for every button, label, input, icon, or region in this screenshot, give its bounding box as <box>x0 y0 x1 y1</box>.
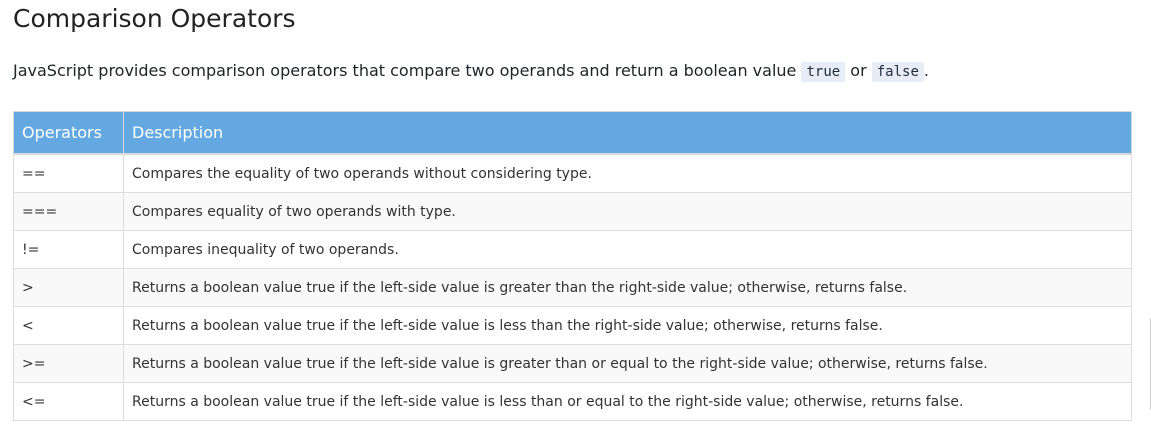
intro-end: . <box>923 61 929 80</box>
operator-cell: < <box>13 306 124 345</box>
header-operators: Operators <box>13 111 124 155</box>
operator-cell: != <box>13 230 124 269</box>
operators-table: Operators Description == Compares the eq… <box>13 111 1132 421</box>
table-row: <= Returns a boolean value true if the l… <box>13 382 1132 421</box>
description-cell: Compares the equality of two operands wi… <box>123 153 1132 193</box>
description-cell: Compares inequality of two operands. <box>123 230 1132 269</box>
table-row: < Returns a boolean value true if the le… <box>13 306 1132 345</box>
description-cell: Returns a boolean value true if the left… <box>123 268 1132 307</box>
page-title: Comparison Operators <box>13 4 296 33</box>
intro-text: JavaScript provides comparison operators… <box>13 61 802 80</box>
operator-cell: === <box>13 192 124 231</box>
table-row: != Compares inequality of two operands. <box>13 230 1132 269</box>
description-cell: Returns a boolean value true if the left… <box>123 382 1132 421</box>
intro-paragraph: JavaScript provides comparison operators… <box>13 58 929 85</box>
table-row: >= Returns a boolean value true if the l… <box>13 344 1132 383</box>
code-true: true <box>801 62 846 82</box>
code-false: false <box>871 62 924 82</box>
description-cell: Returns a boolean value true if the left… <box>123 344 1132 383</box>
operator-cell: == <box>13 153 124 193</box>
description-cell: Returns a boolean value true if the left… <box>123 306 1132 345</box>
intro-connector: or <box>845 61 872 80</box>
operator-cell: >= <box>13 344 124 383</box>
table-row: === Compares equality of two operands wi… <box>13 192 1132 231</box>
table-header-row: Operators Description <box>13 111 1132 155</box>
operator-cell: > <box>13 268 124 307</box>
description-cell: Compares equality of two operands with t… <box>123 192 1132 231</box>
operator-cell: <= <box>13 382 124 421</box>
table-row: > Returns a boolean value true if the le… <box>13 268 1132 307</box>
header-description: Description <box>123 111 1132 155</box>
table-row: == Compares the equality of two operands… <box>13 153 1132 193</box>
